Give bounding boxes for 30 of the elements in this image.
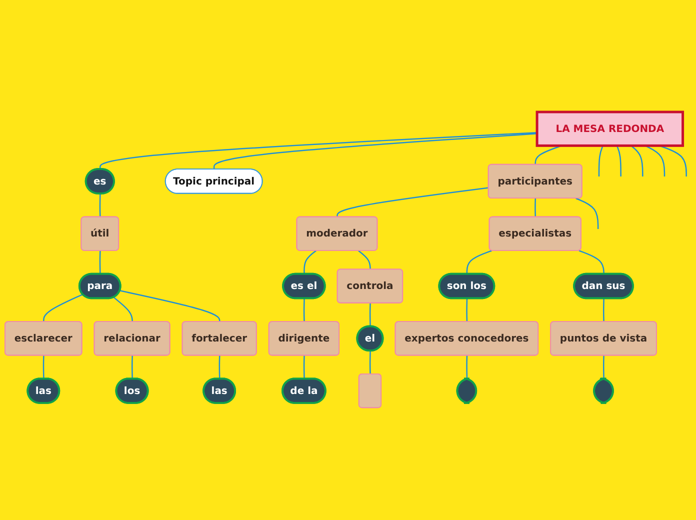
connector (213, 133, 538, 170)
connector (466, 356, 468, 380)
connector (598, 146, 604, 177)
connector (336, 187, 489, 218)
connector (303, 356, 305, 380)
connector (42, 356, 44, 380)
connector (304, 250, 316, 274)
connector (644, 145, 666, 177)
connector (630, 145, 644, 177)
connector (369, 351, 371, 374)
connector (616, 146, 622, 177)
connector (578, 250, 604, 274)
connector (113, 297, 133, 322)
connector (132, 356, 133, 380)
connector (99, 194, 101, 218)
connector (466, 298, 468, 322)
connector (466, 250, 492, 274)
connector (120, 290, 220, 322)
connector (99, 250, 101, 274)
connector (100, 132, 538, 170)
connector (369, 303, 371, 327)
connector (303, 298, 305, 322)
connector (602, 298, 604, 322)
connector (358, 250, 371, 270)
connector (43, 294, 84, 322)
connector (576, 198, 599, 230)
connector (534, 198, 536, 218)
node-box: LA MESA REDONDA (536, 110, 684, 148)
connector (218, 356, 220, 380)
connector (602, 356, 604, 380)
